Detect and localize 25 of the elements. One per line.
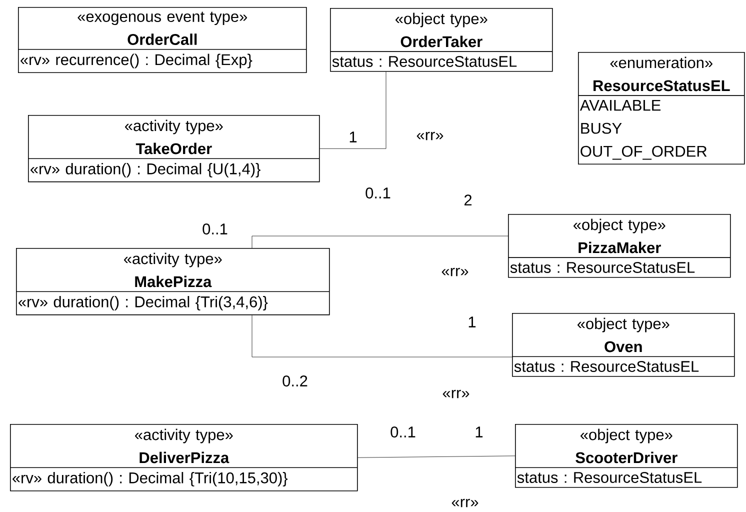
class-box: «object type» OrderTaker status : ResourceStatusEL	[330, 8, 553, 72]
edge-label: «rr»	[441, 388, 471, 400]
association-line	[252, 315, 512, 358]
multiplicity-label: 1	[468, 316, 476, 328]
edge-label: «rr»	[415, 130, 445, 142]
class-box: «activity type» TakeOrder «rv» duration() : Decimal {U(1,4)}	[28, 115, 320, 182]
edge-label: «rr»	[450, 498, 480, 508]
association-line	[252, 236, 508, 248]
class-box: «exogenous event type» OrderCall «rv» recurrence() : Decimal {Exp}	[18, 7, 307, 74]
class-box: «object type» PizzaMaker status : ResourceStatusEL	[508, 214, 731, 278]
enumeration-box: «enumeration» ResourceStatusEL AVAILABLE BUSY OUT_OF_ORDER	[578, 52, 745, 165]
multiplicity-label: 0..1	[366, 188, 390, 198]
multiplicity-label: 2	[464, 194, 472, 206]
multiplicity-label: 0..1	[390, 426, 416, 438]
multiplicity-label: 0..2	[282, 376, 308, 386]
multiplicity-label: 1	[350, 132, 357, 142]
multiplicity-label: 1	[476, 426, 483, 438]
association-line	[358, 456, 516, 458]
class-box: «activity type» DeliverPizza «rv» duration() : Decimal {Tri(10,15,30)}	[10, 424, 358, 492]
multiplicity-label: 0..1	[202, 224, 228, 234]
class-box: «activity type» MakePizza «rv» duration() : Decimal {Tri(3,4,6)}	[16, 248, 330, 316]
edge-label: «rr»	[440, 266, 470, 278]
class-box: «object type» Oven status : ResourceStatusEL	[512, 313, 735, 377]
class-box: «object type» ScooterDriver status : ResourceStatusEL	[515, 424, 738, 488]
association-line	[320, 72, 386, 149]
